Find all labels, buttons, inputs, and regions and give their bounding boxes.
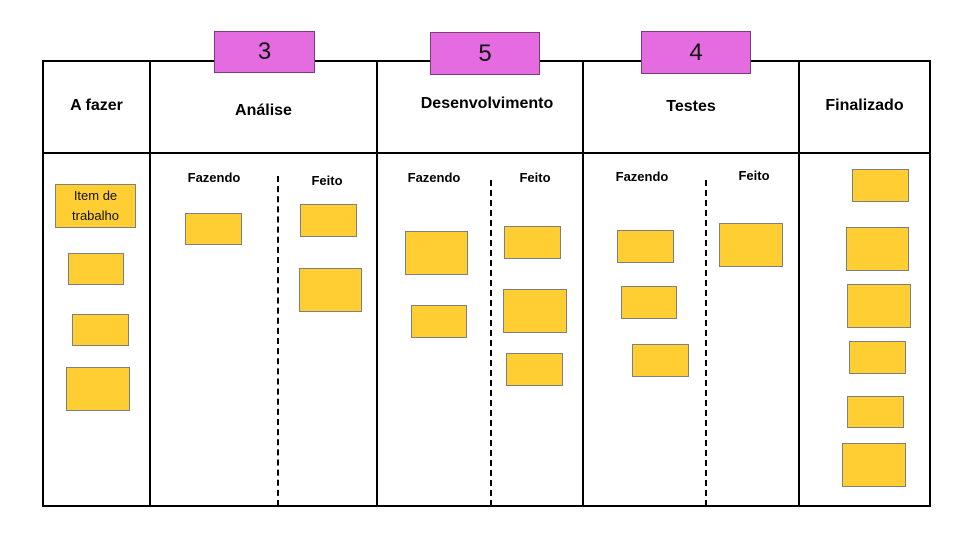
- analise-feito-label: Feito: [311, 173, 343, 188]
- card-finalizado[interactable]: [847, 396, 904, 428]
- card-desenvolvimento-feito[interactable]: [503, 289, 567, 333]
- card-testes-fazendo[interactable]: [632, 344, 689, 377]
- card-finalizado[interactable]: [846, 227, 909, 271]
- desenvolvimento-feito-label: Feito: [519, 170, 551, 185]
- card-finalizado[interactable]: [842, 443, 906, 487]
- column-divider-1: [149, 60, 151, 507]
- column-divider-4: [798, 60, 800, 507]
- header-divider: [42, 152, 931, 154]
- wip-limit-desenvolvimento: 5: [430, 32, 540, 75]
- board-bottom-border: [42, 505, 931, 507]
- card-testes-fazendo[interactable]: [617, 230, 674, 263]
- card-finalizado[interactable]: [852, 169, 909, 202]
- analise-fazendo-label: Fazendo: [187, 170, 241, 185]
- card-desenvolvimento-fazendo[interactable]: [405, 231, 468, 275]
- card-a-fazer[interactable]: [68, 253, 124, 285]
- card-analise-fazendo[interactable]: [185, 213, 242, 245]
- card-desenvolvimento-feito[interactable]: [504, 226, 561, 259]
- column-title-analise: Análise: [235, 102, 292, 119]
- desenvolvimento-fazendo-label: Fazendo: [407, 170, 461, 185]
- column-divider-2: [376, 60, 378, 507]
- card-finalizado[interactable]: [849, 341, 906, 374]
- wip-limit-analise: 3: [214, 31, 315, 73]
- card-finalizado[interactable]: [847, 284, 911, 328]
- card-a-fazer[interactable]: [72, 314, 129, 346]
- column-divider-3: [582, 60, 584, 507]
- card-testes-feito[interactable]: [719, 223, 783, 267]
- testes-subcolumn-divider: [705, 180, 707, 506]
- card-testes-fazendo[interactable]: [621, 286, 677, 319]
- card-analise-feito[interactable]: [299, 268, 362, 312]
- analise-subcolumn-divider: [277, 176, 279, 506]
- wip-limit-testes: 4: [641, 31, 751, 74]
- column-title-desenvolvimento: Desenvolvimento: [420, 95, 554, 112]
- wip-limit-analise-value: 3: [257, 38, 272, 65]
- card-a-fazer[interactable]: [66, 367, 130, 411]
- testes-fazendo-label: Fazendo: [615, 169, 669, 184]
- wip-limit-desenvolvimento-value: 5: [478, 39, 492, 67]
- wip-limit-testes-value: 4: [689, 38, 703, 66]
- card-a-fazer-labeled[interactable]: Item de trabalho: [55, 184, 136, 228]
- column-title-finalizado: Finalizado: [825, 97, 904, 114]
- testes-feito-label: Feito: [738, 168, 770, 183]
- board-right-border: [929, 60, 931, 507]
- desenvolvimento-subcolumn-divider: [490, 180, 492, 506]
- card-analise-feito[interactable]: [300, 204, 357, 237]
- column-title-a-fazer: A fazer: [70, 97, 123, 114]
- card-desenvolvimento-fazendo[interactable]: [411, 305, 467, 338]
- column-title-testes: Testes: [666, 98, 716, 115]
- card-desenvolvimento-feito[interactable]: [506, 353, 563, 386]
- board-left-border: [42, 60, 44, 507]
